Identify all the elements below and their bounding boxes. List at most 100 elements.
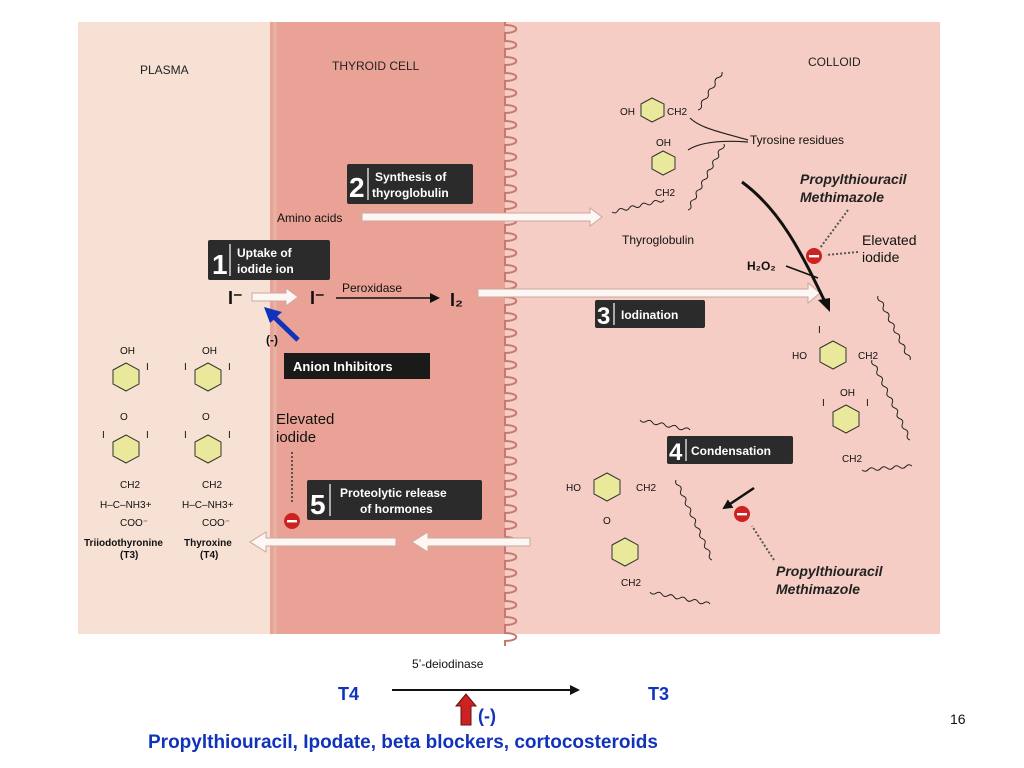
- thyroglobulin-chain-mid: [861, 295, 913, 472]
- step-2-number: 2: [349, 172, 365, 203]
- triiodothyronine-structure: OH I O I I CH2 H–C–NH3+ COO⁻: [100, 346, 152, 529]
- anion-inhibitors-label: Anion Inhibitors: [293, 359, 393, 374]
- step-4-label: Condensation: [691, 444, 771, 458]
- svg-text:H–C–NH3+: H–C–NH3+: [100, 500, 152, 511]
- t4-abbr: (T4): [200, 550, 218, 561]
- step-4-condensation-box: 4 Condensation: [667, 436, 793, 466]
- svg-text:I: I: [146, 430, 149, 441]
- t3-abbr: (T3): [120, 550, 138, 561]
- thyroid-cell-region: [270, 22, 505, 634]
- iodide-cell: I⁻: [310, 288, 325, 308]
- svg-text:H–C–NH3+: H–C–NH3+: [182, 500, 234, 511]
- step-1-line1: Uptake of: [237, 246, 293, 260]
- drug-top-2: Methimazole: [800, 189, 884, 205]
- svg-text:I: I: [146, 362, 149, 373]
- peroxidase-label: Peroxidase: [342, 281, 402, 295]
- h2o2-label: H₂O₂: [747, 259, 776, 273]
- step-4-number: 4: [669, 439, 683, 466]
- condensation-arrow: [722, 486, 755, 510]
- svg-text:O: O: [202, 412, 210, 423]
- t3-name: Triiodothyronine: [84, 538, 163, 549]
- svg-text:OH: OH: [120, 346, 135, 357]
- svg-text:I: I: [102, 430, 105, 441]
- thyroglobulin-chain-top: [611, 71, 725, 214]
- page-number: 16: [950, 711, 966, 727]
- svg-text:I: I: [228, 362, 231, 373]
- svg-text:CH2: CH2: [621, 578, 641, 589]
- elevated-iodide-right-2: iodide: [862, 249, 900, 265]
- iodine-label: I₂: [450, 290, 463, 310]
- step-2-line1: Synthesis of: [375, 170, 447, 184]
- tyrosine-pointer: [687, 117, 749, 151]
- iodide-plasma: I⁻: [228, 288, 243, 308]
- svg-text:CH2: CH2: [636, 483, 656, 494]
- svg-text:CH2: CH2: [120, 480, 140, 491]
- step-1-uptake-box: 1 Uptake of iodide ion: [208, 240, 330, 280]
- svg-text:OH: OH: [840, 388, 855, 399]
- svg-text:O: O: [603, 516, 611, 527]
- inhibit-sign-top: [806, 248, 822, 264]
- step-5-number: 5: [310, 489, 326, 520]
- svg-text:COO⁻: COO⁻: [120, 518, 148, 529]
- svg-text:OH: OH: [620, 107, 635, 118]
- svg-text:I: I: [866, 398, 869, 409]
- step-1-number: 1: [212, 249, 228, 280]
- iodine-transfer-arrow: [477, 281, 821, 305]
- drug-bottom-1: Propylthiouracil: [776, 563, 884, 579]
- hormone-release-arrows: [249, 531, 531, 553]
- svg-text:OH: OH: [656, 138, 671, 149]
- plasma-region: [78, 22, 278, 634]
- anion-minus-label: (-): [266, 333, 278, 347]
- svg-text:COO⁻: COO⁻: [202, 518, 230, 529]
- step-1-line2: iodide ion: [237, 262, 294, 276]
- svg-text:I: I: [228, 430, 231, 441]
- t4-label: T4: [338, 684, 359, 704]
- svg-text:HO: HO: [566, 483, 581, 494]
- amino-acids-label: Amino acids: [277, 211, 342, 225]
- iodinated-residue-1: HO CH2 I: [792, 325, 878, 370]
- step-2-synthesis-box: 2 Synthesis of thyroglobulin: [347, 164, 473, 204]
- deiodinase-label: 5’-deiodinase: [412, 657, 484, 671]
- step-3-iodination-box: 3 Iodination: [595, 300, 705, 330]
- svg-text:I: I: [184, 362, 187, 373]
- drug-bottom-2: Methimazole: [776, 581, 860, 597]
- elevated-iodide-left-2: iodide: [276, 429, 316, 446]
- tyrosine-residue-2: OH CH2: [651, 138, 676, 199]
- deiodinase-inhibit-arrow: [454, 693, 478, 726]
- deiodinase-inhibit-label: (-): [478, 706, 496, 726]
- drug-bottom-arrow: [751, 525, 775, 561]
- colloid-title: COLLOID: [808, 55, 861, 69]
- colloid-region: [505, 22, 940, 634]
- inhibit-sign-bottom: [734, 506, 750, 522]
- tyrosine-residue-1: OH CH2: [620, 97, 687, 123]
- deiodinase-drugs: Propylthiouracil, Ipodate, beta blockers…: [148, 732, 658, 753]
- tyrosine-residues-label: Tyrosine residues: [750, 133, 844, 147]
- thyroxine-structure: OH I I O I I CH2 H–C–NH3+ COO⁻: [182, 346, 234, 529]
- svg-text:CH2: CH2: [655, 188, 675, 199]
- thyroglobulin-chain-bottom: [639, 419, 713, 605]
- svg-text:CH2: CH2: [842, 454, 862, 465]
- svg-text:CH2: CH2: [202, 480, 222, 491]
- svg-text:I: I: [818, 325, 821, 336]
- step-5-line2: of hormones: [360, 502, 433, 516]
- inhibit-sign-left: [284, 513, 300, 529]
- elevated-iodide-right-1: Elevated: [862, 232, 916, 248]
- svg-text:CH2: CH2: [858, 351, 878, 362]
- svg-text:OH: OH: [202, 346, 217, 357]
- thyroid-cell-title: THYROID CELL: [332, 59, 420, 73]
- drug-top-1: Propylthiouracil: [800, 171, 908, 187]
- iodinated-residue-2: OH I I CH2: [822, 388, 869, 465]
- step-3-number: 3: [597, 303, 610, 330]
- step-5-release-box: 5 Proteolytic release of hormones: [307, 480, 482, 520]
- thyroglobulin-label: Thyroglobulin: [622, 233, 694, 247]
- step-2-line2: thyroglobulin: [372, 186, 449, 200]
- step-3-label: Iodination: [621, 308, 678, 322]
- anion-inhibitors-box: [284, 353, 430, 379]
- amino-acid-arrow: [361, 207, 603, 227]
- svg-text:CH2: CH2: [667, 107, 687, 118]
- condensed-residue: HO CH2 O CH2: [566, 472, 656, 589]
- t4-name: Thyroxine: [184, 538, 232, 549]
- elevated-iodide-left-1: Elevated: [276, 411, 334, 428]
- elevated-iodide-right-arrow: [825, 251, 859, 256]
